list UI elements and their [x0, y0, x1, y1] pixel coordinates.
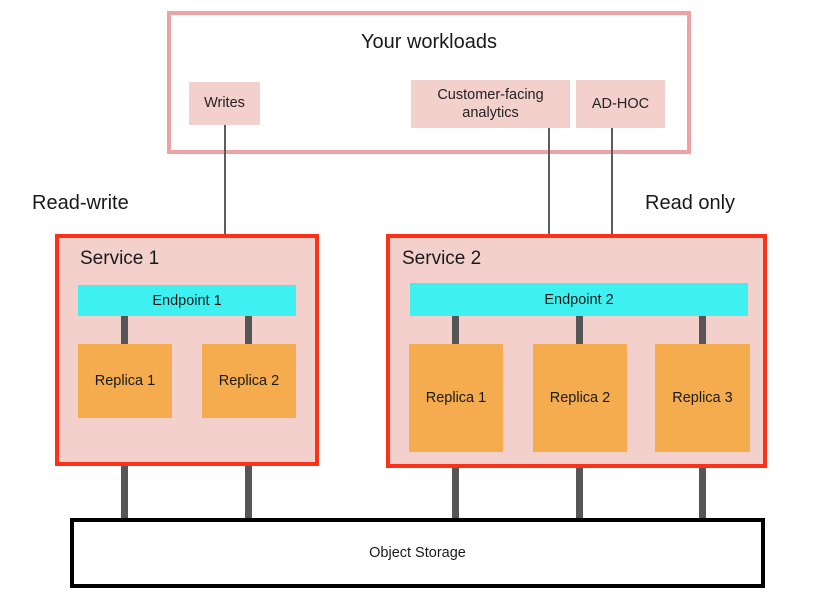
- connector-s2-replica-3-to-storage: [699, 452, 706, 521]
- service-1-title: Service 1: [80, 248, 160, 269]
- connector-endpoint-2-to-s2-replica-3: [699, 316, 706, 346]
- workload-chip-writes[interactable]: Writes: [189, 82, 260, 125]
- connector-endpoint-1-to-s1-replica-2: [245, 316, 252, 346]
- connector-endpoint-1-to-s1-replica-1: [121, 316, 128, 346]
- workload-chip-customer-facing-analytics[interactable]: Customer-facing analytics: [411, 80, 570, 128]
- object-storage-box[interactable]: Object Storage: [70, 518, 765, 588]
- service-2-replica-1[interactable]: Replica 1: [409, 344, 503, 452]
- connector-s1-replica-1-to-storage: [121, 418, 128, 521]
- arrow-adhoc-to-endpoint-2-line: [611, 128, 613, 260]
- connector-s1-replica-2-to-storage: [245, 418, 252, 521]
- endpoint-2[interactable]: Endpoint 2: [410, 283, 748, 316]
- connector-s2-replica-1-to-storage: [452, 452, 459, 521]
- service-2-replica-3[interactable]: Replica 3: [655, 344, 750, 452]
- connector-endpoint-2-to-s2-replica-1: [452, 316, 459, 346]
- service-1-replica-2[interactable]: Replica 2: [202, 344, 296, 418]
- label-read-only: Read only: [645, 192, 736, 214]
- service-2-replica-2[interactable]: Replica 2: [533, 344, 627, 452]
- workload-chip-ad-hoc[interactable]: AD-HOC: [576, 80, 665, 128]
- arrow-analytics-to-endpoint-2-line: [548, 128, 550, 260]
- service-2-title: Service 2: [402, 248, 482, 269]
- connector-s2-replica-2-to-storage: [576, 452, 583, 521]
- workloads-container: [167, 11, 691, 154]
- workloads-title: Your workloads: [360, 31, 497, 53]
- arrow-writes-to-endpoint-1-line: [224, 125, 226, 260]
- label-read-write: Read-write: [32, 192, 129, 214]
- endpoint-1[interactable]: Endpoint 1: [78, 285, 296, 316]
- connector-endpoint-2-to-s2-replica-2: [576, 316, 583, 346]
- service-1-replica-1[interactable]: Replica 1: [78, 344, 172, 418]
